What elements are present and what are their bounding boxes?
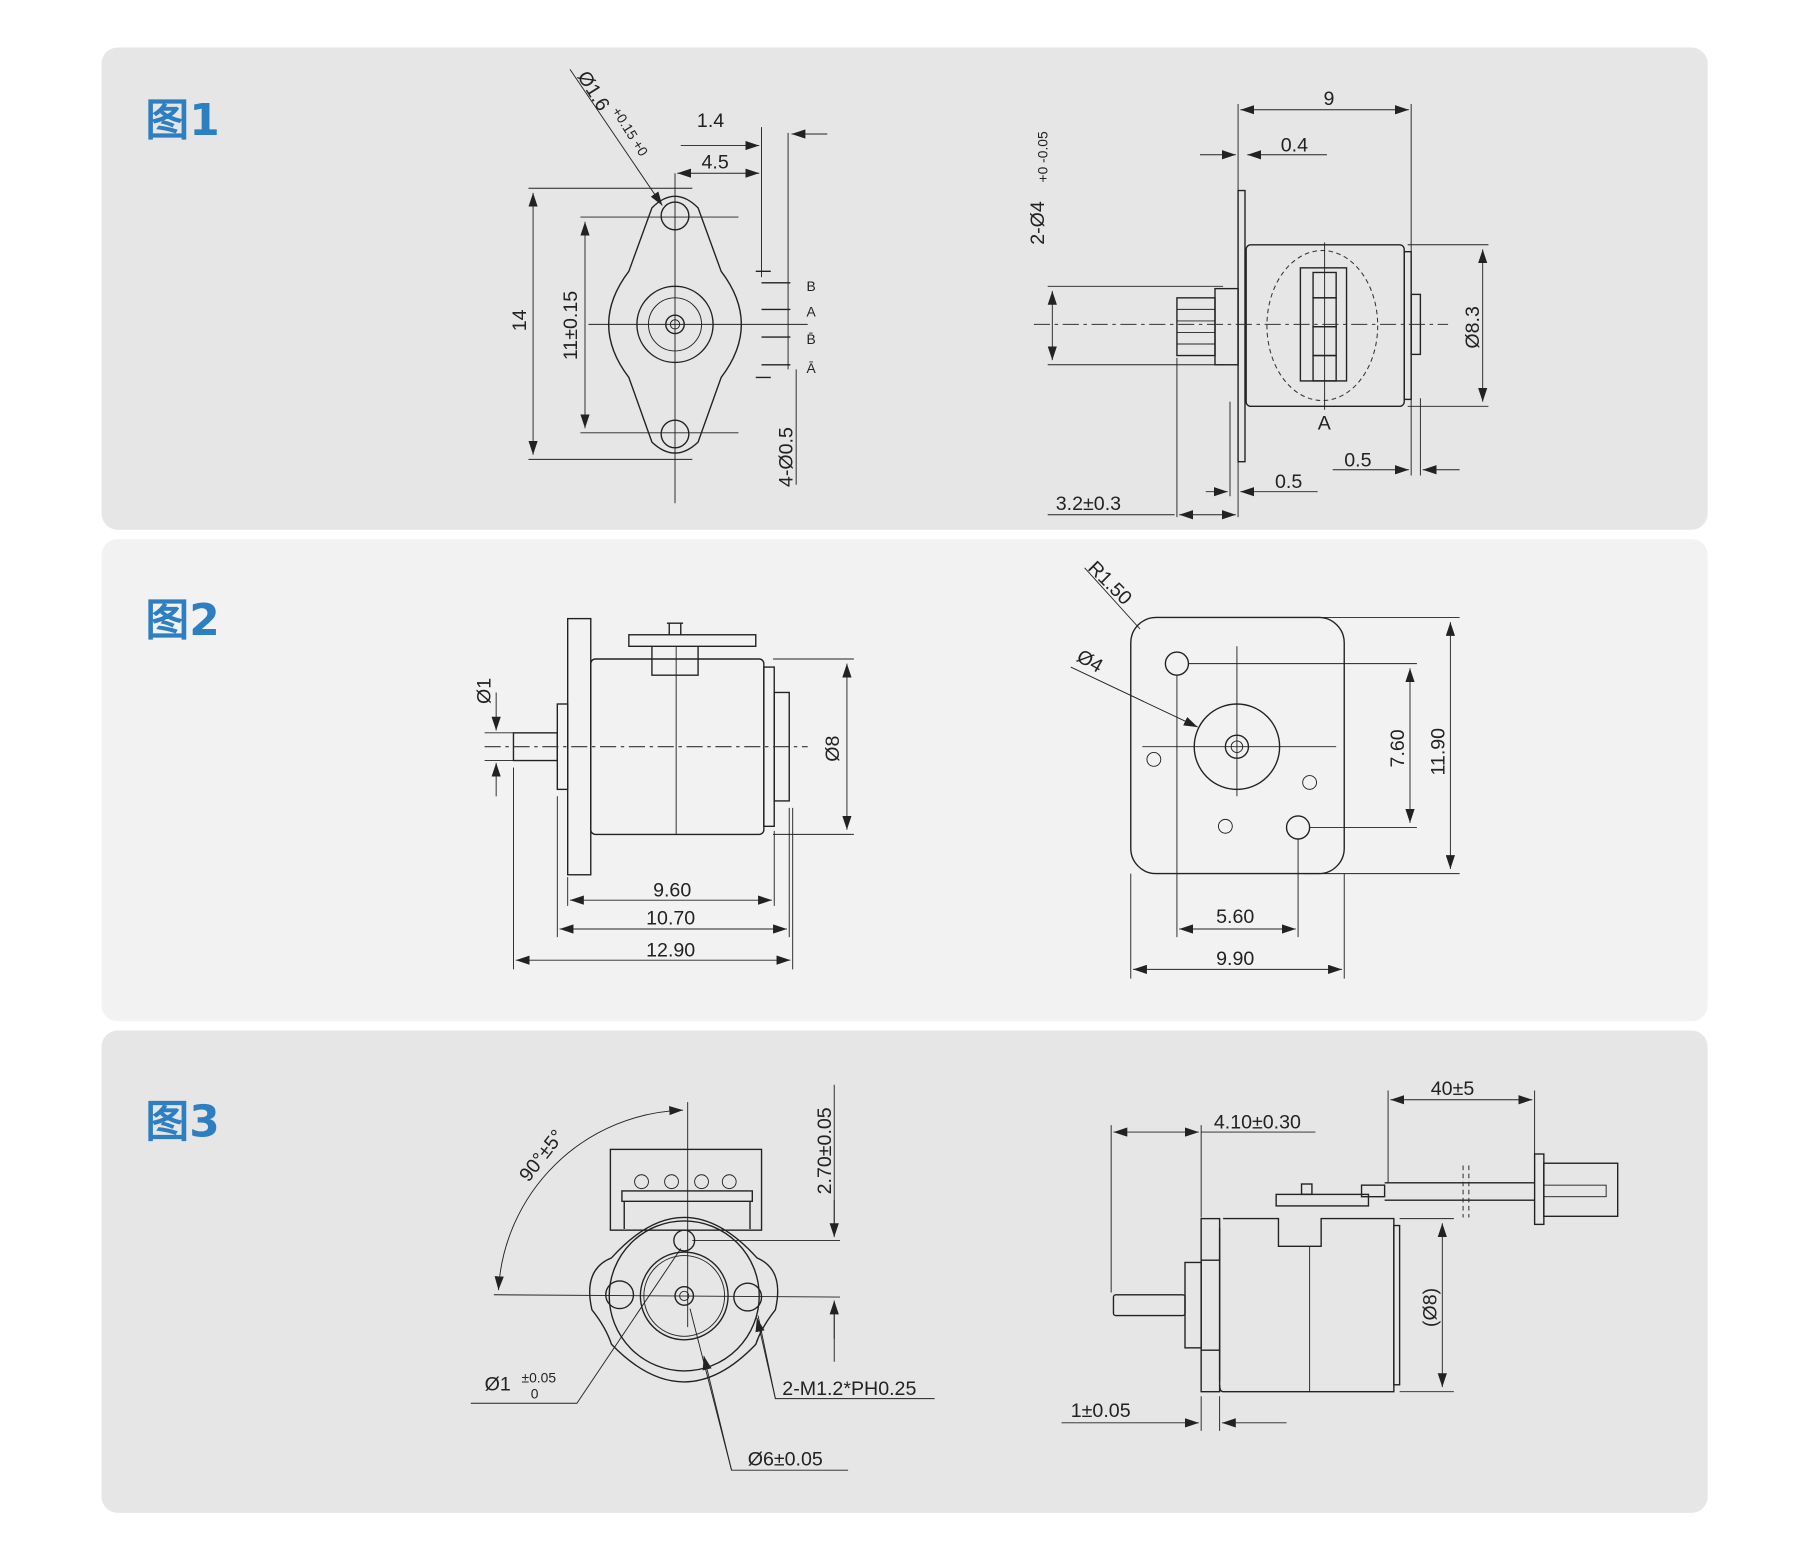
- dim-d1-tol-top: ±0.05: [522, 1369, 557, 1385]
- dim-4-5: 4.5: [702, 152, 729, 174]
- dim-8-3: Ø8.3: [1462, 306, 1484, 349]
- dim-9: 9: [1323, 88, 1334, 110]
- dim-0-5-left: 0.5: [1275, 471, 1302, 493]
- view-a-label: A: [1318, 412, 1332, 434]
- figure-2-side-view: Ø1 Ø8 9.60 10.70 12.90: [473, 617, 854, 970]
- dim-7-60: 7.60: [1387, 729, 1409, 767]
- figure-2-title: 图2: [145, 595, 219, 646]
- dim-d6: Ø6±0.05: [748, 1449, 823, 1471]
- dim-pins: 4-Ø0.5: [776, 427, 798, 487]
- pin-a-bar: Ā: [807, 360, 817, 376]
- dim-11-90: 11.90: [1428, 728, 1450, 776]
- dim-shaft-tol: +0 -0.05: [1035, 131, 1051, 182]
- dim-d1: Ø1: [485, 1374, 511, 1396]
- figure-3-front-view: 90°±5° 2.70±0.05 Ø1 ±0.05 0 2-M1.2*PH0.2…: [470, 1084, 935, 1471]
- dim-d1-tol-bottom: 0: [531, 1386, 539, 1402]
- figure-1-side-view: 9 0.4 2-Ø4 +0 -0.05 Ø8.3 A 0.5 0.5 3.2±0…: [1027, 88, 1489, 520]
- dim-3-2: 3.2±0.3: [1056, 493, 1121, 515]
- dim-10-70: 10.70: [646, 907, 695, 929]
- dim-14: 14: [509, 309, 531, 331]
- dim-9-60: 9.60: [653, 880, 691, 902]
- figure-3-title: 图3: [145, 1097, 219, 1148]
- figure-1-title: 图1: [145, 95, 219, 146]
- figure-3-panel: 图3 90°±5° 2.70±0.05 Ø1 ±0.05 0 2-M1.2*PH…: [101, 1030, 1708, 1513]
- dim-4-10: 4.10±0.30: [1214, 1112, 1301, 1134]
- dim-d8: Ø8: [822, 735, 844, 761]
- dim-shaft: 2-Ø4: [1027, 201, 1049, 245]
- dim-d1: Ø1: [473, 678, 495, 704]
- dim-thread: 2-M1.2*PH0.25: [782, 1378, 916, 1400]
- dim-40: 40±5: [1431, 1078, 1475, 1100]
- dim-2-70: 2.70±0.05: [814, 1107, 836, 1194]
- figure-3-side-view: 4.10±0.30 40±5 (Ø8) 1±0.05: [1061, 1078, 1619, 1431]
- dim-11: 11±0.15: [560, 291, 582, 360]
- dim-9-90: 9.90: [1216, 948, 1254, 970]
- dim-1-05: 1±0.05: [1071, 1400, 1131, 1422]
- dim-0-5-right: 0.5: [1344, 449, 1371, 471]
- pin-b: B: [807, 278, 816, 294]
- dim-5-60: 5.60: [1216, 906, 1254, 928]
- dim-12-90: 12.90: [646, 940, 695, 962]
- dim-0-4: 0.4: [1281, 134, 1308, 156]
- dim-1-4: 1.4: [697, 110, 724, 132]
- figure-1-panel: 图1 1.4 4.5 Ø1.6 +0.15 +0 14 11±0.15 B A …: [101, 47, 1708, 530]
- figure-2-panel: 图2 Ø1 Ø8 9.60 10.70 12.90 R1.50 Ø4 7.60 …: [101, 539, 1708, 1022]
- pin-b-bar: B̄: [807, 331, 816, 347]
- pin-a: A: [807, 303, 817, 319]
- dim-d8: (Ø8): [1420, 1288, 1442, 1327]
